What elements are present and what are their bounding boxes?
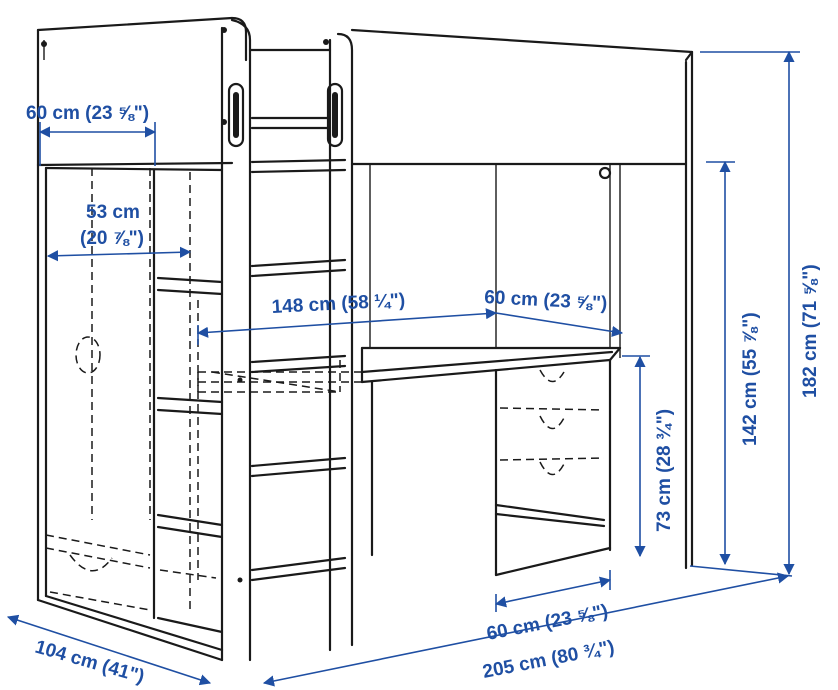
dim-clearance-height: 142 cm (55 ⅞") (740, 312, 761, 446)
bolt-icon (598, 166, 612, 180)
right-bed-panel (350, 28, 694, 570)
bolt-icon (41, 41, 47, 47)
ladder (248, 32, 354, 652)
dim-wardrobe-width-in: (20 ⅞") (80, 228, 144, 249)
left-headboard (36, 16, 248, 167)
dimension-labels: 60 cm (23 ⅝") 53 cm (20 ⅞") 148 cm (58 ¼… (26, 103, 821, 688)
dim-desk-width: 60 cm (23 ⅝") (485, 601, 610, 645)
hanging-rail-icon (75, 336, 101, 374)
dim-wardrobe-width: 53 cm (86, 202, 140, 223)
dim-headboard-width: 60 cm (23 ⅝") (26, 103, 149, 124)
handle-slot-icon (326, 82, 344, 148)
desk (197, 346, 622, 577)
dimension-lines (6, 50, 800, 687)
dim-underbed-width: 148 cm (58 ¼") (271, 290, 406, 318)
drawer-handle-icon (539, 369, 565, 383)
dim-total-length: 205 cm (80 ¾") (481, 637, 616, 683)
dim-desk-height: 73 cm (28 ¾") (654, 409, 675, 532)
left-front-post (220, 18, 252, 662)
drawer-handle-icon (539, 415, 565, 430)
dim-total-height: 182 cm (71 ⅝") (800, 264, 821, 398)
dim-desk-depth: 60 cm (23 ⅝") (484, 287, 608, 314)
drawer-handle-icon (69, 554, 113, 572)
handle-slot-icon (227, 82, 245, 148)
drawer-handle-icon (539, 461, 565, 476)
